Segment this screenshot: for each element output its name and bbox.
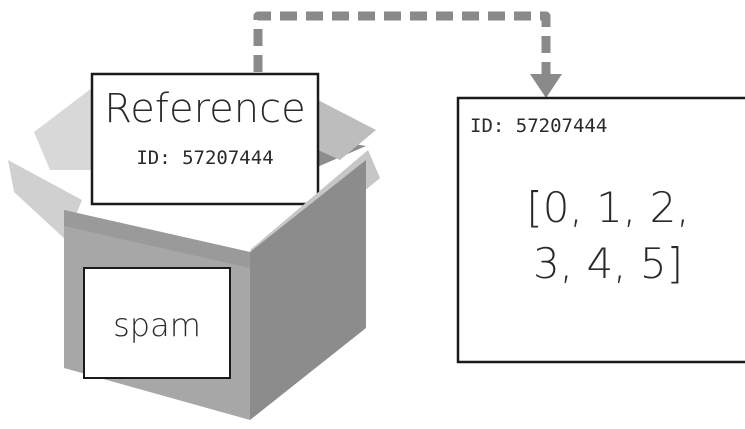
- value-panel: ID: 57207444 [0, 1, 2, 3, 4, 5]: [456, 96, 745, 364]
- reference-card: Reference ID: 57207444: [90, 72, 320, 206]
- value-panel-frame: [456, 96, 745, 364]
- box-left-face-shade: [64, 210, 250, 268]
- box-label: spam: [83, 267, 231, 379]
- box-back-left-flap: [34, 88, 92, 170]
- box-back-right-flap: [318, 100, 376, 160]
- box-front-left-flap: [8, 160, 82, 240]
- reference-card-id: ID: 57207444: [136, 147, 273, 169]
- reference-arrow: [253, 11, 562, 98]
- dashed-connector-line: [253, 11, 551, 74]
- reference-card-paper: [90, 72, 320, 206]
- arrow-head-icon: [530, 74, 562, 98]
- list-value-line-2: 3, 4, 5]: [533, 239, 683, 288]
- list-value-line-1: [0, 1, 2,: [526, 183, 689, 232]
- box-label-card: [83, 267, 231, 379]
- box-label-text: spam: [113, 306, 201, 344]
- box-right-face: [250, 160, 366, 420]
- value-panel-id: ID: 57207444: [470, 115, 607, 137]
- reference-card-title: Reference: [104, 86, 305, 132]
